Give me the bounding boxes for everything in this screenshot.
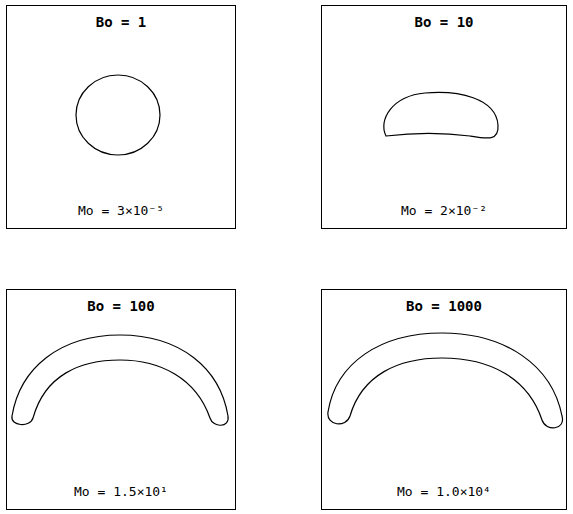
bubble-circle [76, 75, 160, 155]
morton-number: Mo = 1.0×10⁴ [322, 484, 566, 499]
morton-number: Mo = 1.5×10¹ [7, 484, 235, 499]
bond-number: Bo = 10 [322, 14, 566, 30]
simulation-panel: Bo = 100 Mo = 1.5×10¹ [6, 289, 236, 510]
bond-number: Bo = 1000 [322, 298, 566, 314]
bond-number: Bo = 100 [7, 298, 235, 314]
simulation-panel: Bo = 1000 Mo = 1.0×10⁴ [321, 289, 567, 510]
bubble-blob [384, 92, 498, 138]
bubble-cap [12, 335, 228, 425]
bubble-cap [328, 333, 563, 428]
morton-number: Mo = 3×10⁻⁵ [7, 203, 235, 218]
morton-number: Mo = 2×10⁻² [322, 203, 566, 218]
simulation-panel: Bo = 1 Mo = 3×10⁻⁵ [6, 5, 236, 229]
bond-number: Bo = 1 [7, 14, 235, 30]
simulation-panel: Bo = 10 Mo = 2×10⁻² [321, 5, 567, 229]
